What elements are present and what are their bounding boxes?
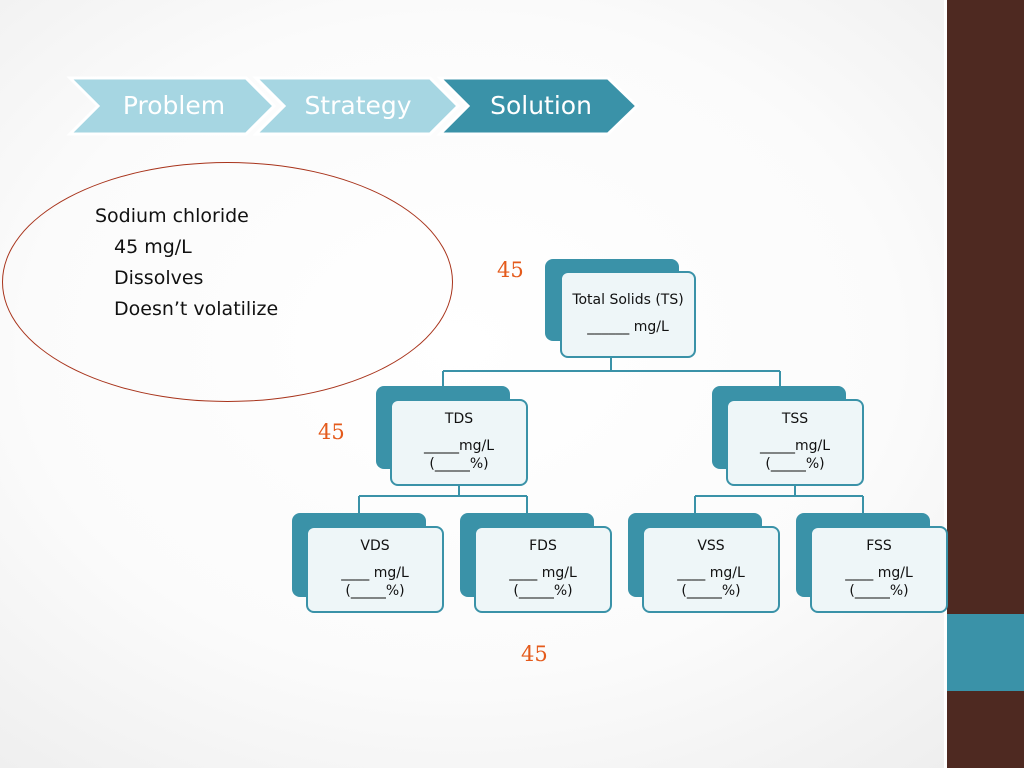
- side-strip-edge: [944, 0, 947, 768]
- ts-node-value: ______ mg/L: [587, 319, 669, 335]
- tds-node-value: _____mg/L: [423, 438, 495, 454]
- tss-node-title: TSS: [781, 411, 809, 427]
- vds-node-title: VDS: [360, 538, 390, 554]
- vss-node-percent: (_____%): [681, 583, 741, 599]
- fss-node-value: ____ mg/L: [845, 565, 913, 581]
- step-solution-label[interactable]: Solution: [490, 91, 592, 120]
- ts-node-title: Total Solids (TS): [572, 292, 684, 308]
- tds-node-title: TDS: [444, 411, 474, 427]
- fss-node-title: FSS: [866, 538, 892, 554]
- vds-node-value: ____ mg/L: [341, 565, 409, 581]
- vss-node-title: VSS: [697, 538, 725, 554]
- fds-node-value: ____ mg/L: [509, 565, 577, 581]
- ts-node: Total Solids (TS) ______ mg/L: [560, 271, 696, 358]
- step-strategy-label[interactable]: Strategy: [304, 91, 412, 120]
- tss-node-value: _____mg/L: [759, 438, 831, 454]
- fds-node-title: FDS: [529, 538, 557, 554]
- ts-value-annotation: 45: [497, 258, 524, 282]
- tds-node-percent: (_____%): [429, 456, 489, 472]
- vds-value-annotation: 45: [521, 642, 548, 666]
- side-accent-block: [947, 614, 1024, 691]
- fds-node: FDS ____ mg/L (_____%): [474, 526, 612, 613]
- vss-node-value: ____ mg/L: [677, 565, 745, 581]
- fss-node-percent: (_____%): [849, 583, 909, 599]
- tds-value-annotation: 45: [318, 420, 345, 444]
- note-title: Sodium chloride: [95, 205, 249, 227]
- vss-node: VSS ____ mg/L (_____%): [642, 526, 780, 613]
- vds-node-percent: (_____%): [345, 583, 405, 599]
- fss-node: FSS ____ mg/L (_____%): [810, 526, 948, 613]
- note-ellipse: [2, 162, 453, 402]
- vds-node: VDS ____ mg/L (_____%): [306, 526, 444, 613]
- tds-node: TDS _____mg/L (_____%): [390, 399, 528, 486]
- step-problem-label[interactable]: Problem: [122, 91, 226, 120]
- note-line-volatilize: Doesn’t volatilize: [114, 298, 279, 320]
- fds-node-percent: (_____%): [513, 583, 573, 599]
- note-line-concentration: 45 mg/L: [114, 236, 192, 258]
- tss-node: TSS _____mg/L (_____%): [726, 399, 864, 486]
- tss-node-percent: (_____%): [765, 456, 825, 472]
- note-line-dissolves: Dissolves: [114, 267, 204, 289]
